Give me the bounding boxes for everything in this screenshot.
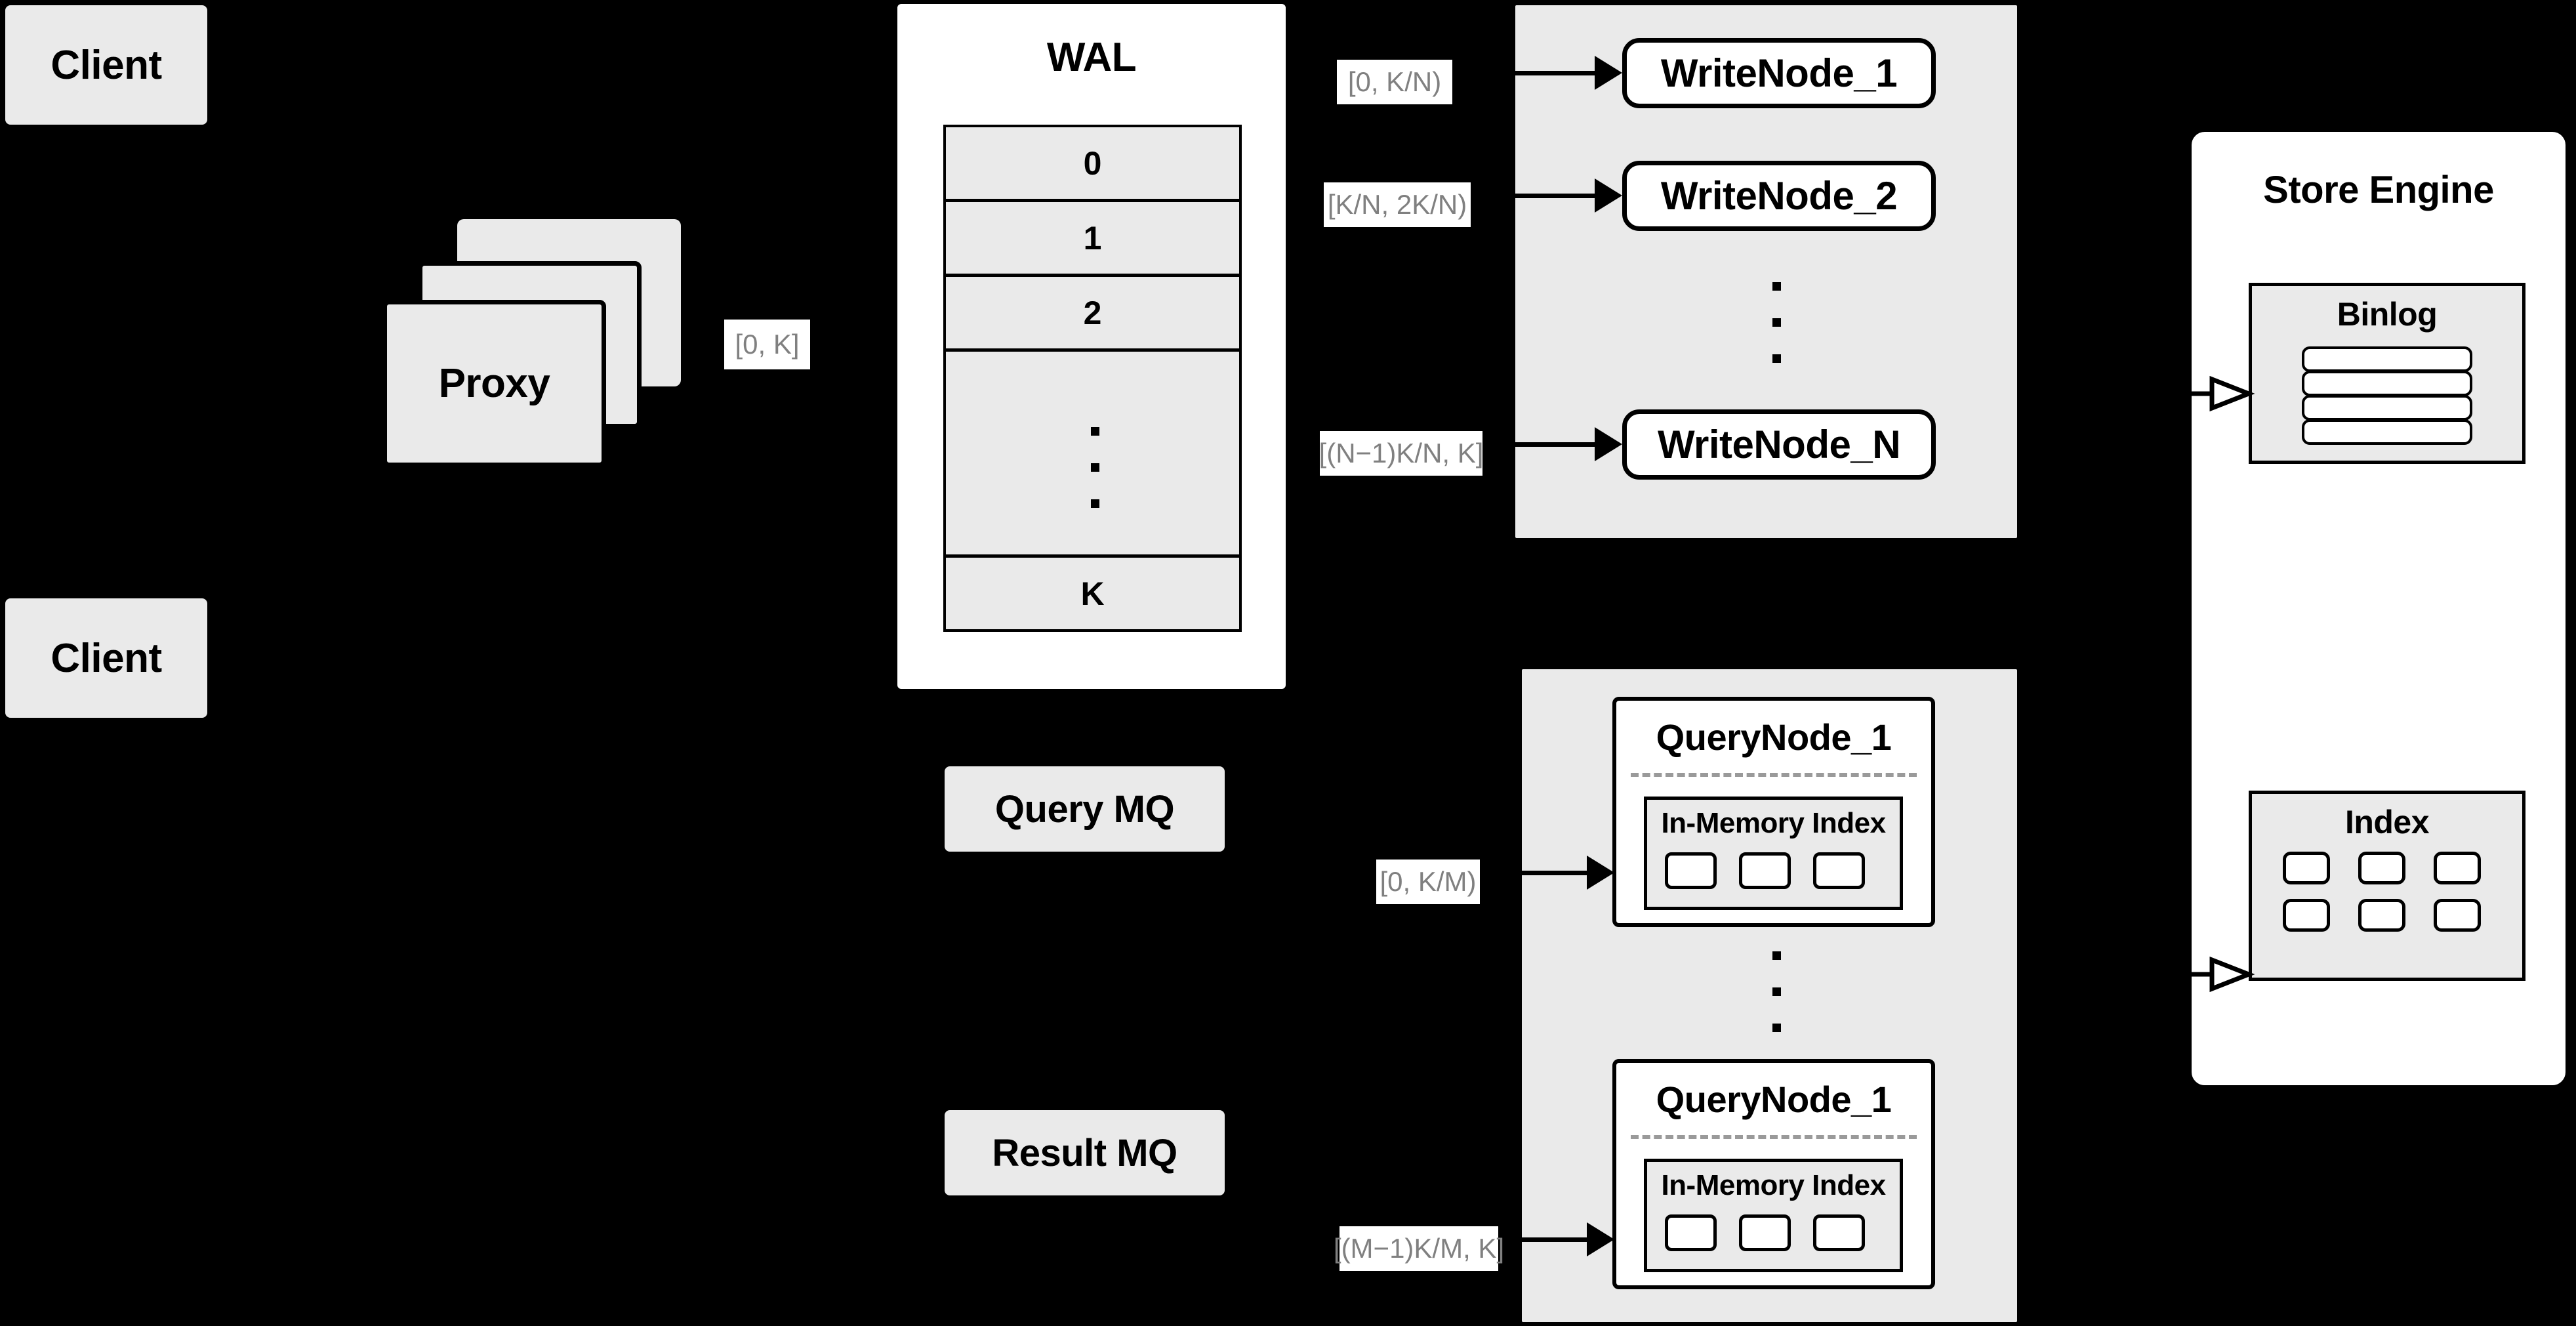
index-title: Index <box>2344 804 2430 840</box>
query-node-2[interactable]: QueryNode_1 In-Memory Index <box>1612 1059 1935 1289</box>
index-box: Index <box>2249 791 2525 981</box>
proxy-card-front[interactable]: Proxy <box>382 300 606 467</box>
wal-cell-0: 0 <box>943 125 1242 201</box>
write-node-n-arrow-head <box>1595 427 1622 461</box>
write-cluster-ellipsis <box>1719 262 1850 394</box>
query-node-2-arrow-head <box>1587 1222 1614 1256</box>
index-cell-6 <box>2434 899 2481 932</box>
query-node-1-inmemory-index-label: In-Memory Index <box>1661 807 1886 839</box>
write-node-n-arrow-line <box>1515 442 1614 447</box>
query-node-2-arrow-line <box>1522 1237 1606 1242</box>
write-node-1-arrow-head <box>1595 56 1622 90</box>
query-node-1-arrow-line <box>1522 871 1606 875</box>
wal-cell-k: K <box>943 555 1242 632</box>
write-node-1-range-label: [0, K/N) <box>1337 60 1452 104</box>
index-cell-5 <box>2358 899 2405 932</box>
write-node-2-label: WriteNode_2 <box>1660 174 1898 218</box>
binlog-box: Binlog <box>2249 283 2525 464</box>
binlog-row-1 <box>2302 346 2472 372</box>
wal-title: WAL <box>1046 34 1137 80</box>
client-label-1: Client <box>51 42 162 88</box>
client-label-2: Client <box>51 635 162 681</box>
write-node-2[interactable]: WriteNode_2 <box>1622 161 1936 231</box>
proxy-label: Proxy <box>438 361 550 406</box>
query-node-2-index-slot-3 <box>1813 1214 1865 1251</box>
wal-cell-1: 1 <box>943 199 1242 276</box>
query-node-1[interactable]: QueryNode_1 In-Memory Index <box>1612 697 1935 927</box>
result-mq-label: Result MQ <box>992 1131 1177 1174</box>
query-node-2-index-slot-2 <box>1739 1214 1791 1251</box>
query-node-1-index-slot-3 <box>1813 852 1865 889</box>
query-cluster-ellipsis <box>1719 945 1850 1063</box>
store-engine-title: Store Engine <box>2263 168 2494 211</box>
wal-panel: WAL 0 1 2 K <box>897 4 1286 689</box>
store-engine-panel: Store Engine Binlog Index <box>2188 128 2569 1089</box>
write-node-2-arrow-head <box>1595 178 1622 213</box>
client-box-1[interactable]: Client <box>5 5 207 125</box>
index-cell-4 <box>2283 899 2330 932</box>
query-node-2-label: QueryNode_1 <box>1656 1078 1892 1120</box>
query-node-1-arrow-head <box>1587 856 1614 890</box>
query-node-1-range-label: [0, K/M) <box>1376 860 1480 904</box>
query-node-1-label: QueryNode_1 <box>1656 716 1892 758</box>
binlog-row-3 <box>2302 395 2472 421</box>
query-node-1-index-slot-1 <box>1665 852 1717 889</box>
proxy-range-label: [0, K] <box>724 320 810 369</box>
query-node-2-inmemory-index-label: In-Memory Index <box>1661 1169 1886 1201</box>
write-node-1-label: WriteNode_1 <box>1660 51 1898 95</box>
result-mq-box[interactable]: Result MQ <box>945 1110 1225 1195</box>
client-box-2[interactable]: Client <box>5 598 207 718</box>
index-cell-2 <box>2358 852 2405 884</box>
query-mq-box[interactable]: Query MQ <box>945 766 1225 852</box>
binlog-title: Binlog <box>2337 296 2438 333</box>
write-node-n[interactable]: WriteNode_N <box>1622 409 1936 480</box>
binlog-row-2 <box>2302 371 2472 396</box>
index-cell-1 <box>2283 852 2330 884</box>
query-node-1-index-slot-2 <box>1739 852 1791 889</box>
binlog-row-4 <box>2302 419 2472 445</box>
write-node-n-range-label: [(N−1)K/N, K] <box>1319 431 1483 476</box>
query-node-2-index-slot-1 <box>1665 1214 1717 1251</box>
wal-cell-2: 2 <box>943 274 1242 351</box>
write-node-2-range-label: [K/N, 2K/N) <box>1324 182 1471 227</box>
query-node-1-inmemory-index: In-Memory Index <box>1644 797 1903 910</box>
query-node-2-inmemory-index: In-Memory Index <box>1644 1159 1903 1272</box>
query-node-1-divider <box>1631 773 1917 777</box>
write-node-1-arrow-line <box>1515 71 1614 75</box>
write-node-2-arrow-line <box>1515 194 1614 198</box>
wal-cell-ellipsis <box>943 349 1242 557</box>
query-node-2-range-label: [(M−1)K/M, K] <box>1334 1226 1504 1271</box>
write-node-1[interactable]: WriteNode_1 <box>1622 38 1936 108</box>
query-mq-label: Query MQ <box>994 787 1175 831</box>
query-node-2-divider <box>1631 1135 1917 1139</box>
write-node-n-label: WriteNode_N <box>1657 423 1901 466</box>
index-cell-3 <box>2434 852 2481 884</box>
